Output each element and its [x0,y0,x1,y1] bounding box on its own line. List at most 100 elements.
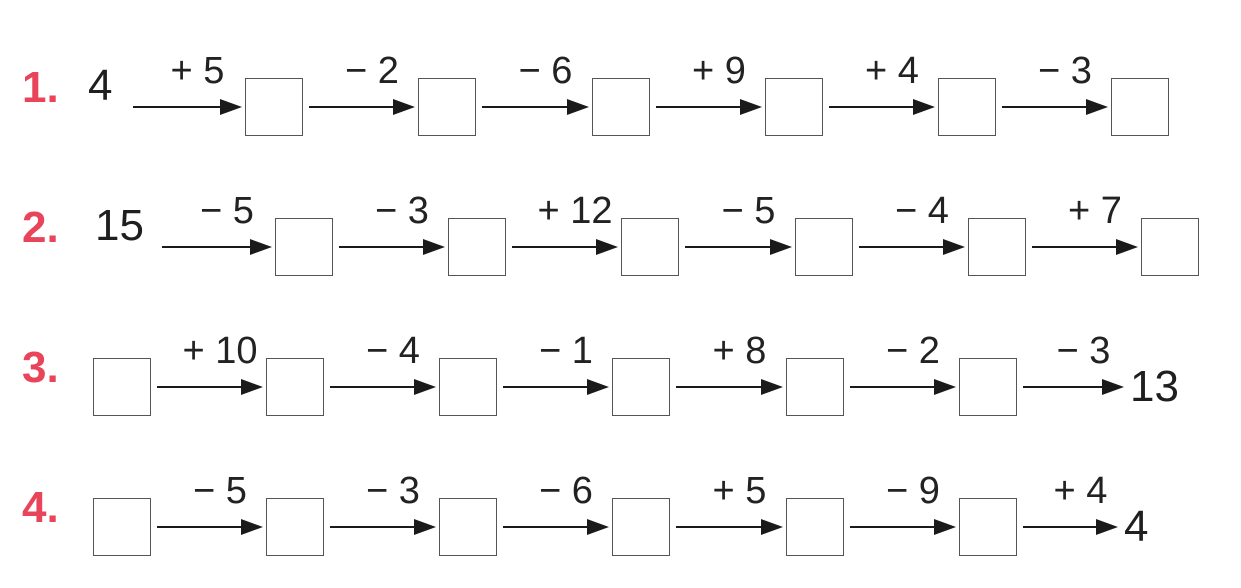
operation-label: − 3 [366,470,420,512]
operation-label: − 4 [895,190,949,232]
arrow-head-icon [414,379,436,395]
operation-label: − 3 [1038,50,1092,92]
arrow-head-icon [761,379,783,395]
arrow [1032,239,1138,255]
operation-label: − 5 [200,190,254,232]
answer-box[interactable] [93,498,151,556]
answer-box[interactable] [968,218,1026,276]
answer-box[interactable] [1141,218,1199,276]
arrow-head-icon [761,519,783,535]
arrow [309,99,415,115]
answer-box[interactable] [938,78,996,136]
operation-label: − 5 [193,470,247,512]
operation-label: − 5 [721,190,776,232]
arrow-shaft [859,246,947,248]
answer-box[interactable] [439,358,497,416]
arrow-head-icon [393,99,415,115]
arrow-shaft [503,526,591,528]
arrow [157,519,263,535]
answer-box[interactable] [795,218,853,276]
arrow-head-icon [913,99,935,115]
arrow-shaft [133,106,224,108]
answer-box[interactable] [275,218,333,276]
arrow [1023,379,1124,395]
arrow [676,379,783,395]
arrow-head-icon [250,239,272,255]
answer-box[interactable] [621,218,679,276]
operation-label: − 1 [539,330,593,372]
arrow [157,379,263,395]
arrow-shaft [162,246,254,248]
answer-box[interactable] [786,498,844,556]
arrow [162,239,272,255]
arrow [1023,519,1118,535]
arrow-head-icon [1102,379,1124,395]
arrow [676,519,783,535]
arrow-head-icon [740,99,762,115]
arrow-shaft [309,106,397,108]
answer-box[interactable] [93,358,151,416]
end-value: 13 [1130,362,1179,411]
arrow-shaft [1032,246,1120,248]
operation-label: − 2 [345,50,399,92]
arrow-shaft [1023,526,1100,528]
arrow-head-icon [1096,519,1118,535]
operation-label: + 4 [1053,470,1108,512]
answer-box[interactable] [592,78,650,136]
answer-box[interactable] [266,358,324,416]
answer-box[interactable] [786,358,844,416]
problem-row-1: 1.4+ 5− 2− 6+ 9+ 4− 3 [0,28,1241,168]
arrow-shaft [330,526,418,528]
operation-label: + 8 [712,330,767,372]
operation-label: − 3 [375,190,429,232]
arrow-shaft [339,246,427,248]
arrow [503,519,609,535]
arrow-shaft [829,106,917,108]
answer-box[interactable] [612,498,670,556]
operation-label: − 6 [518,50,573,92]
answer-box[interactable] [959,358,1017,416]
arrow-head-icon [770,239,792,255]
arrow [330,519,436,535]
operation-label: − 3 [1056,330,1111,372]
start-value: 15 [95,201,144,250]
answer-box[interactable] [448,218,506,276]
arrow-head-icon [934,379,956,395]
answer-box[interactable] [245,78,303,136]
problem-row-2: 2.15− 5− 3+ 12− 5− 4+ 7 [0,168,1241,308]
arrow-shaft [850,386,938,388]
operation-label: + 4 [865,50,919,92]
arrow-shaft [1023,386,1106,388]
operation-label: + 5 [170,50,225,92]
operation-label: − 2 [886,330,940,372]
arrow [685,239,792,255]
arrow [133,99,242,115]
arrow-shaft [1002,106,1090,108]
answer-box[interactable] [612,358,670,416]
arrow [656,99,762,115]
arrow [1002,99,1108,115]
arrow [850,379,956,395]
arrow-shaft [685,246,774,248]
answer-box[interactable] [266,498,324,556]
arrow-head-icon [1086,99,1108,115]
arrow-head-icon [587,379,609,395]
arrow [829,99,935,115]
arrow-shaft [157,526,245,528]
arrow [512,239,618,255]
operation-label: − 4 [366,330,420,372]
answer-box[interactable] [1111,78,1169,136]
arrow-head-icon [241,379,263,395]
answer-box[interactable] [418,78,476,136]
arrow-shaft [512,246,600,248]
arrow-head-icon [567,99,589,115]
answer-box[interactable] [959,498,1017,556]
operation-label: + 9 [692,50,746,92]
answer-box[interactable] [765,78,823,136]
end-value: 4 [1124,502,1149,551]
operation-label: + 5 [712,470,767,512]
arrow-shaft [850,526,938,528]
